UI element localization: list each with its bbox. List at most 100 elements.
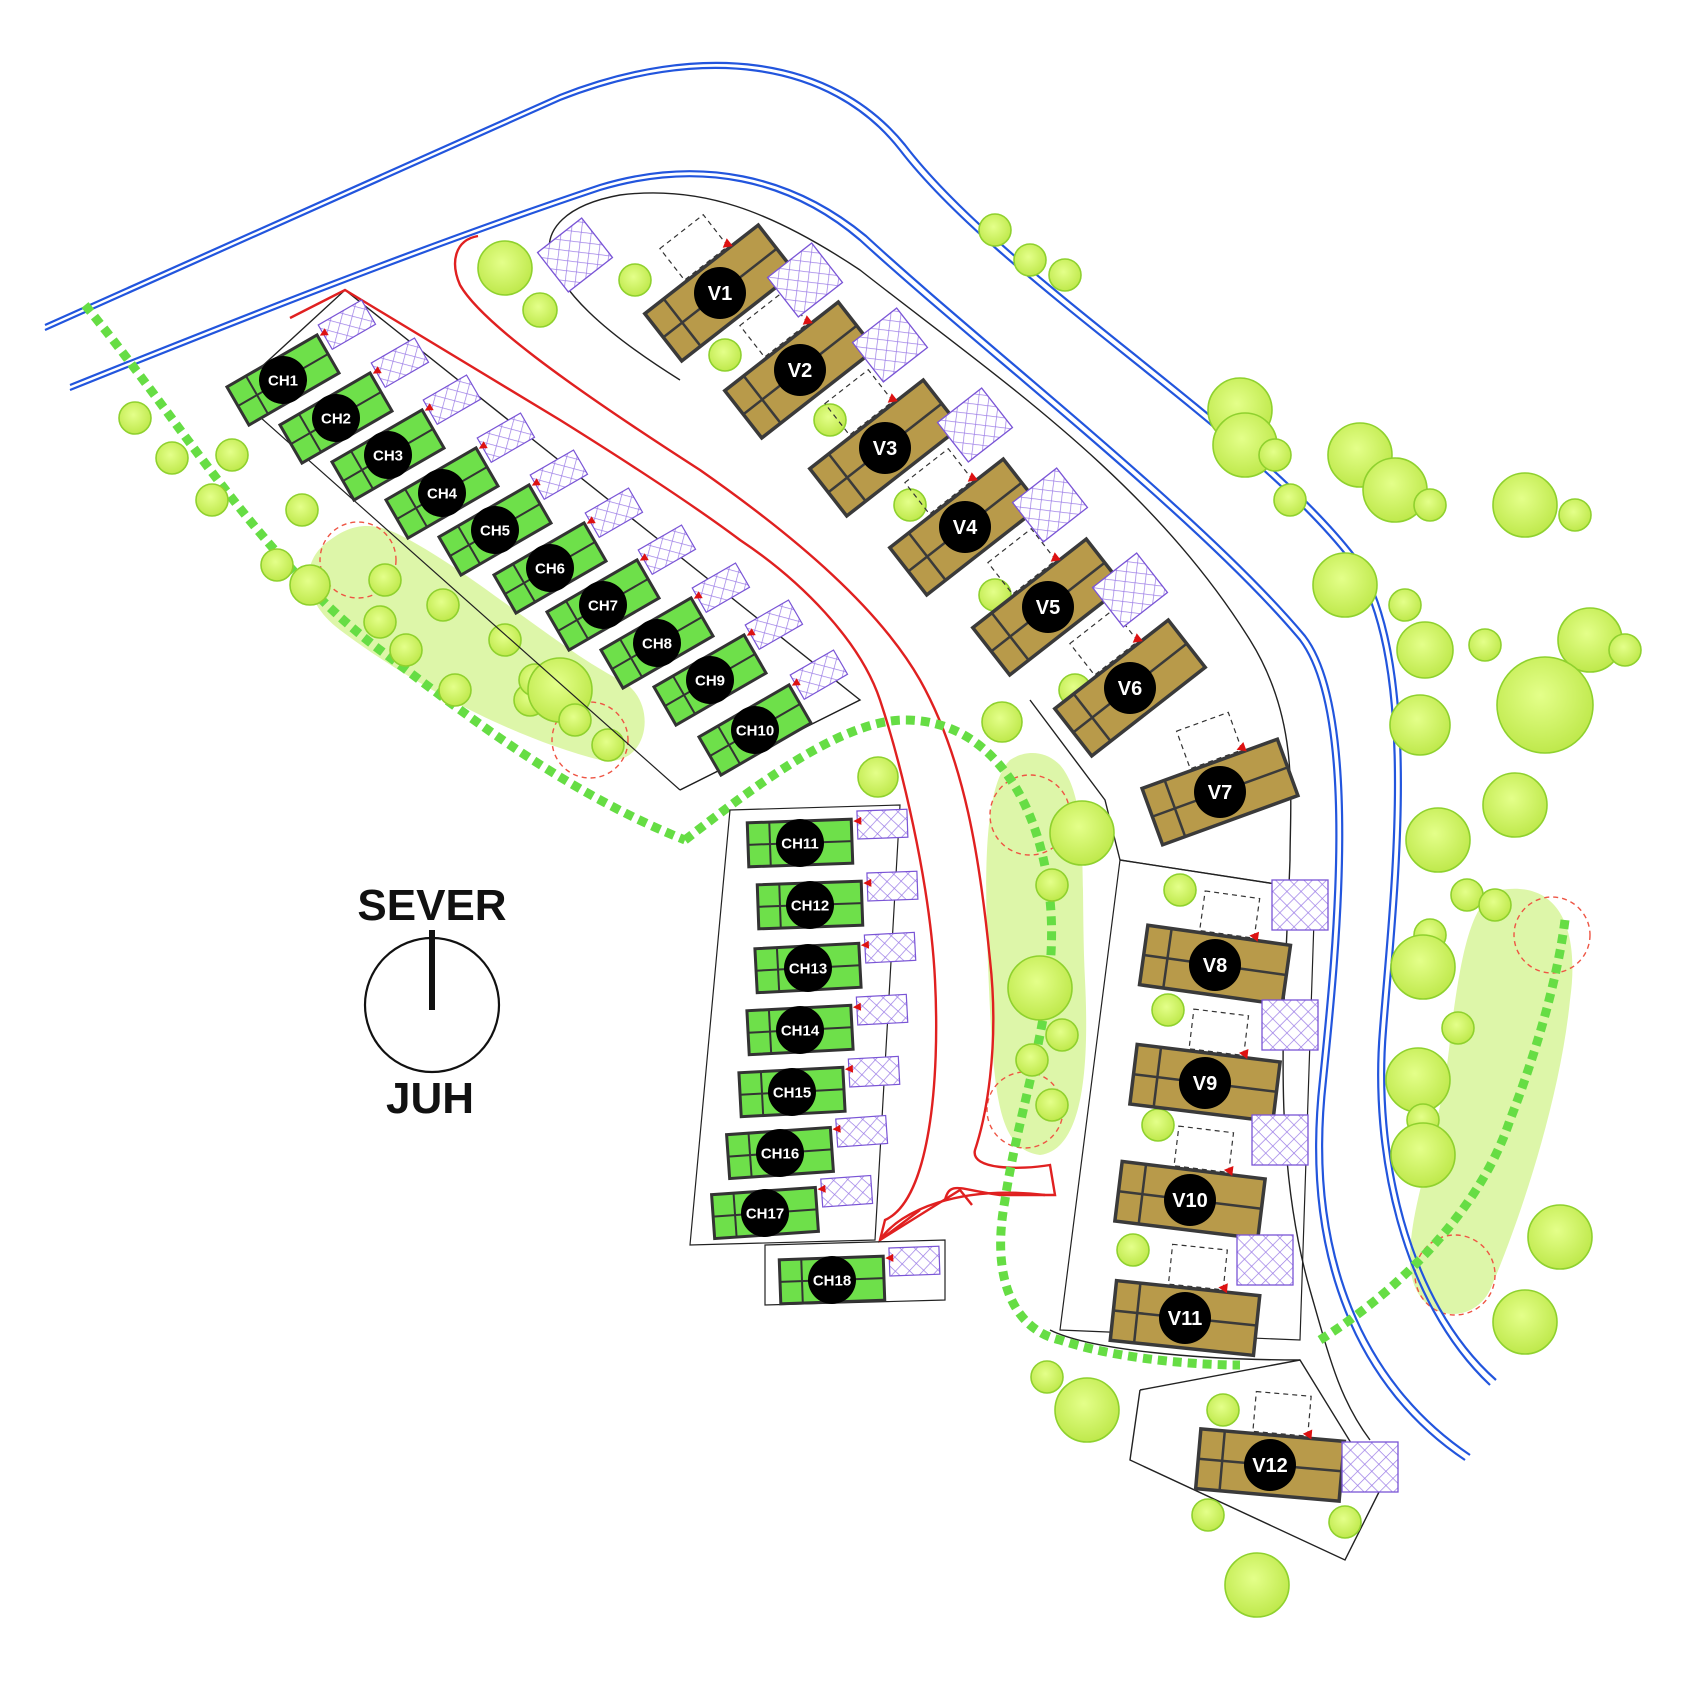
tree-icon — [215, 438, 249, 472]
tree-icon — [1151, 993, 1185, 1027]
parking-spot — [766, 242, 844, 318]
tree-icon — [1492, 1289, 1558, 1355]
parking-spot — [637, 524, 697, 576]
tree-icon — [1390, 934, 1456, 1000]
parking-spot — [1251, 1114, 1309, 1166]
villa-v1[interactable]: V1 — [619, 192, 799, 366]
chalet-ch4[interactable]: CH4 — [381, 411, 552, 548]
villa-v2[interactable]: V2 — [699, 269, 879, 443]
label-badge — [808, 1256, 856, 1304]
label-badge — [731, 706, 779, 754]
chalet-ch13[interactable]: CH13 — [753, 931, 918, 996]
terrace-outline — [987, 527, 1057, 595]
terrace-outline — [904, 447, 974, 515]
label-badge — [776, 1006, 824, 1054]
unit-label: CH1 — [268, 373, 298, 390]
tree-icon — [1258, 438, 1292, 472]
tree-icon — [1007, 955, 1073, 1021]
chalet-ch15[interactable]: CH15 — [737, 1055, 902, 1120]
tree-icon — [1413, 488, 1447, 522]
tree-icon — [813, 403, 847, 437]
villa-v5[interactable]: V5 — [947, 506, 1127, 680]
chalet-ch16[interactable]: CH16 — [724, 1114, 889, 1183]
protected-tree-zone — [1414, 1234, 1496, 1316]
tree-icon — [1224, 1552, 1290, 1618]
unit-label: CH15 — [773, 1085, 811, 1102]
villa-v9[interactable]: V9 — [1127, 1003, 1285, 1124]
villa-v11[interactable]: V11 — [1108, 1239, 1264, 1358]
parking-spot — [936, 387, 1014, 463]
unit-label: CH6 — [535, 561, 565, 578]
entrance-marker — [817, 1184, 826, 1193]
unit-label: CH4 — [427, 486, 458, 503]
chalet-ch7[interactable]: CH7 — [542, 523, 713, 660]
label-badge — [364, 431, 412, 479]
chalet-ch1[interactable]: CH1 — [222, 298, 393, 435]
parking-spot — [847, 1055, 901, 1088]
chalet-ch8[interactable]: CH8 — [596, 561, 767, 698]
tree-icon — [857, 756, 899, 798]
protected-tree-zone — [319, 521, 397, 599]
label-badge — [939, 501, 991, 553]
villa-v8[interactable]: V8 — [1137, 884, 1297, 1007]
tree-icon — [1388, 588, 1422, 622]
compass-north-label: SEVER — [357, 881, 506, 930]
chalet-ch6[interactable]: CH6 — [489, 486, 660, 623]
chalet-ch5[interactable]: CH5 — [434, 448, 605, 585]
chalet-ch17[interactable]: CH17 — [709, 1174, 874, 1243]
chalet-ch12[interactable]: CH12 — [755, 870, 919, 931]
tree-icon — [1558, 498, 1592, 532]
tree-icon — [618, 263, 652, 297]
unit-label: V2 — [788, 360, 812, 382]
label-badge — [633, 619, 681, 667]
parking-spot — [529, 449, 589, 501]
terrace-outline — [659, 213, 729, 281]
entrance-marker — [1050, 552, 1061, 562]
tree-icon — [1389, 694, 1451, 756]
label-badge — [776, 819, 824, 867]
tree-icon — [1191, 1498, 1225, 1532]
entrance-marker — [1238, 1049, 1249, 1059]
chalet-ch2[interactable]: CH2 — [275, 336, 446, 473]
tree-icon — [477, 240, 533, 296]
chalet-ch14[interactable]: CH14 — [745, 993, 910, 1058]
parking-spot — [536, 217, 614, 293]
label-badge — [1194, 766, 1246, 818]
tree-icon — [1030, 1360, 1064, 1394]
tree-icon — [1482, 772, 1548, 838]
chalet-ch9[interactable]: CH9 — [649, 598, 820, 735]
tree-icon — [1206, 1393, 1240, 1427]
villa-v10[interactable]: V10 — [1112, 1120, 1270, 1241]
villa-v4[interactable]: V4 — [864, 426, 1044, 600]
villa-v6[interactable]: V6 — [1029, 587, 1209, 761]
parking-spot — [1341, 1441, 1399, 1493]
entrance-marker — [1223, 1166, 1234, 1176]
unit-label: V1 — [708, 283, 732, 305]
chalet-ch10[interactable]: CH10 — [694, 648, 865, 785]
chalet-ch18[interactable]: CH18 — [777, 1245, 941, 1306]
parking-spot — [744, 599, 804, 651]
tree-icon — [260, 548, 294, 582]
villa-v12[interactable]: V12 — [1193, 1387, 1348, 1504]
tree-icon — [368, 563, 402, 597]
label-badge — [1159, 1292, 1211, 1344]
villa-v7[interactable]: V7 — [1128, 700, 1301, 848]
tree-icon — [1141, 1108, 1175, 1142]
tree-icon — [1035, 1088, 1069, 1122]
tree-icon — [558, 703, 592, 737]
entrance-marker — [586, 516, 596, 524]
villa-v3[interactable]: V3 — [784, 347, 964, 521]
tree-icon — [438, 673, 472, 707]
label-badge — [259, 356, 307, 404]
label-badge — [1104, 662, 1156, 714]
entrance-marker — [693, 591, 703, 599]
label-badge — [686, 656, 734, 704]
tree-icon — [978, 213, 1012, 247]
tree-icon — [1468, 628, 1502, 662]
entrance-marker — [853, 816, 862, 825]
entrance-marker — [1302, 1429, 1313, 1440]
unit-label: V7 — [1208, 782, 1232, 804]
unit-label: CH2 — [321, 411, 351, 428]
chalet-ch11[interactable]: CH11 — [745, 808, 909, 869]
chalet-ch3[interactable]: CH3 — [327, 373, 498, 510]
